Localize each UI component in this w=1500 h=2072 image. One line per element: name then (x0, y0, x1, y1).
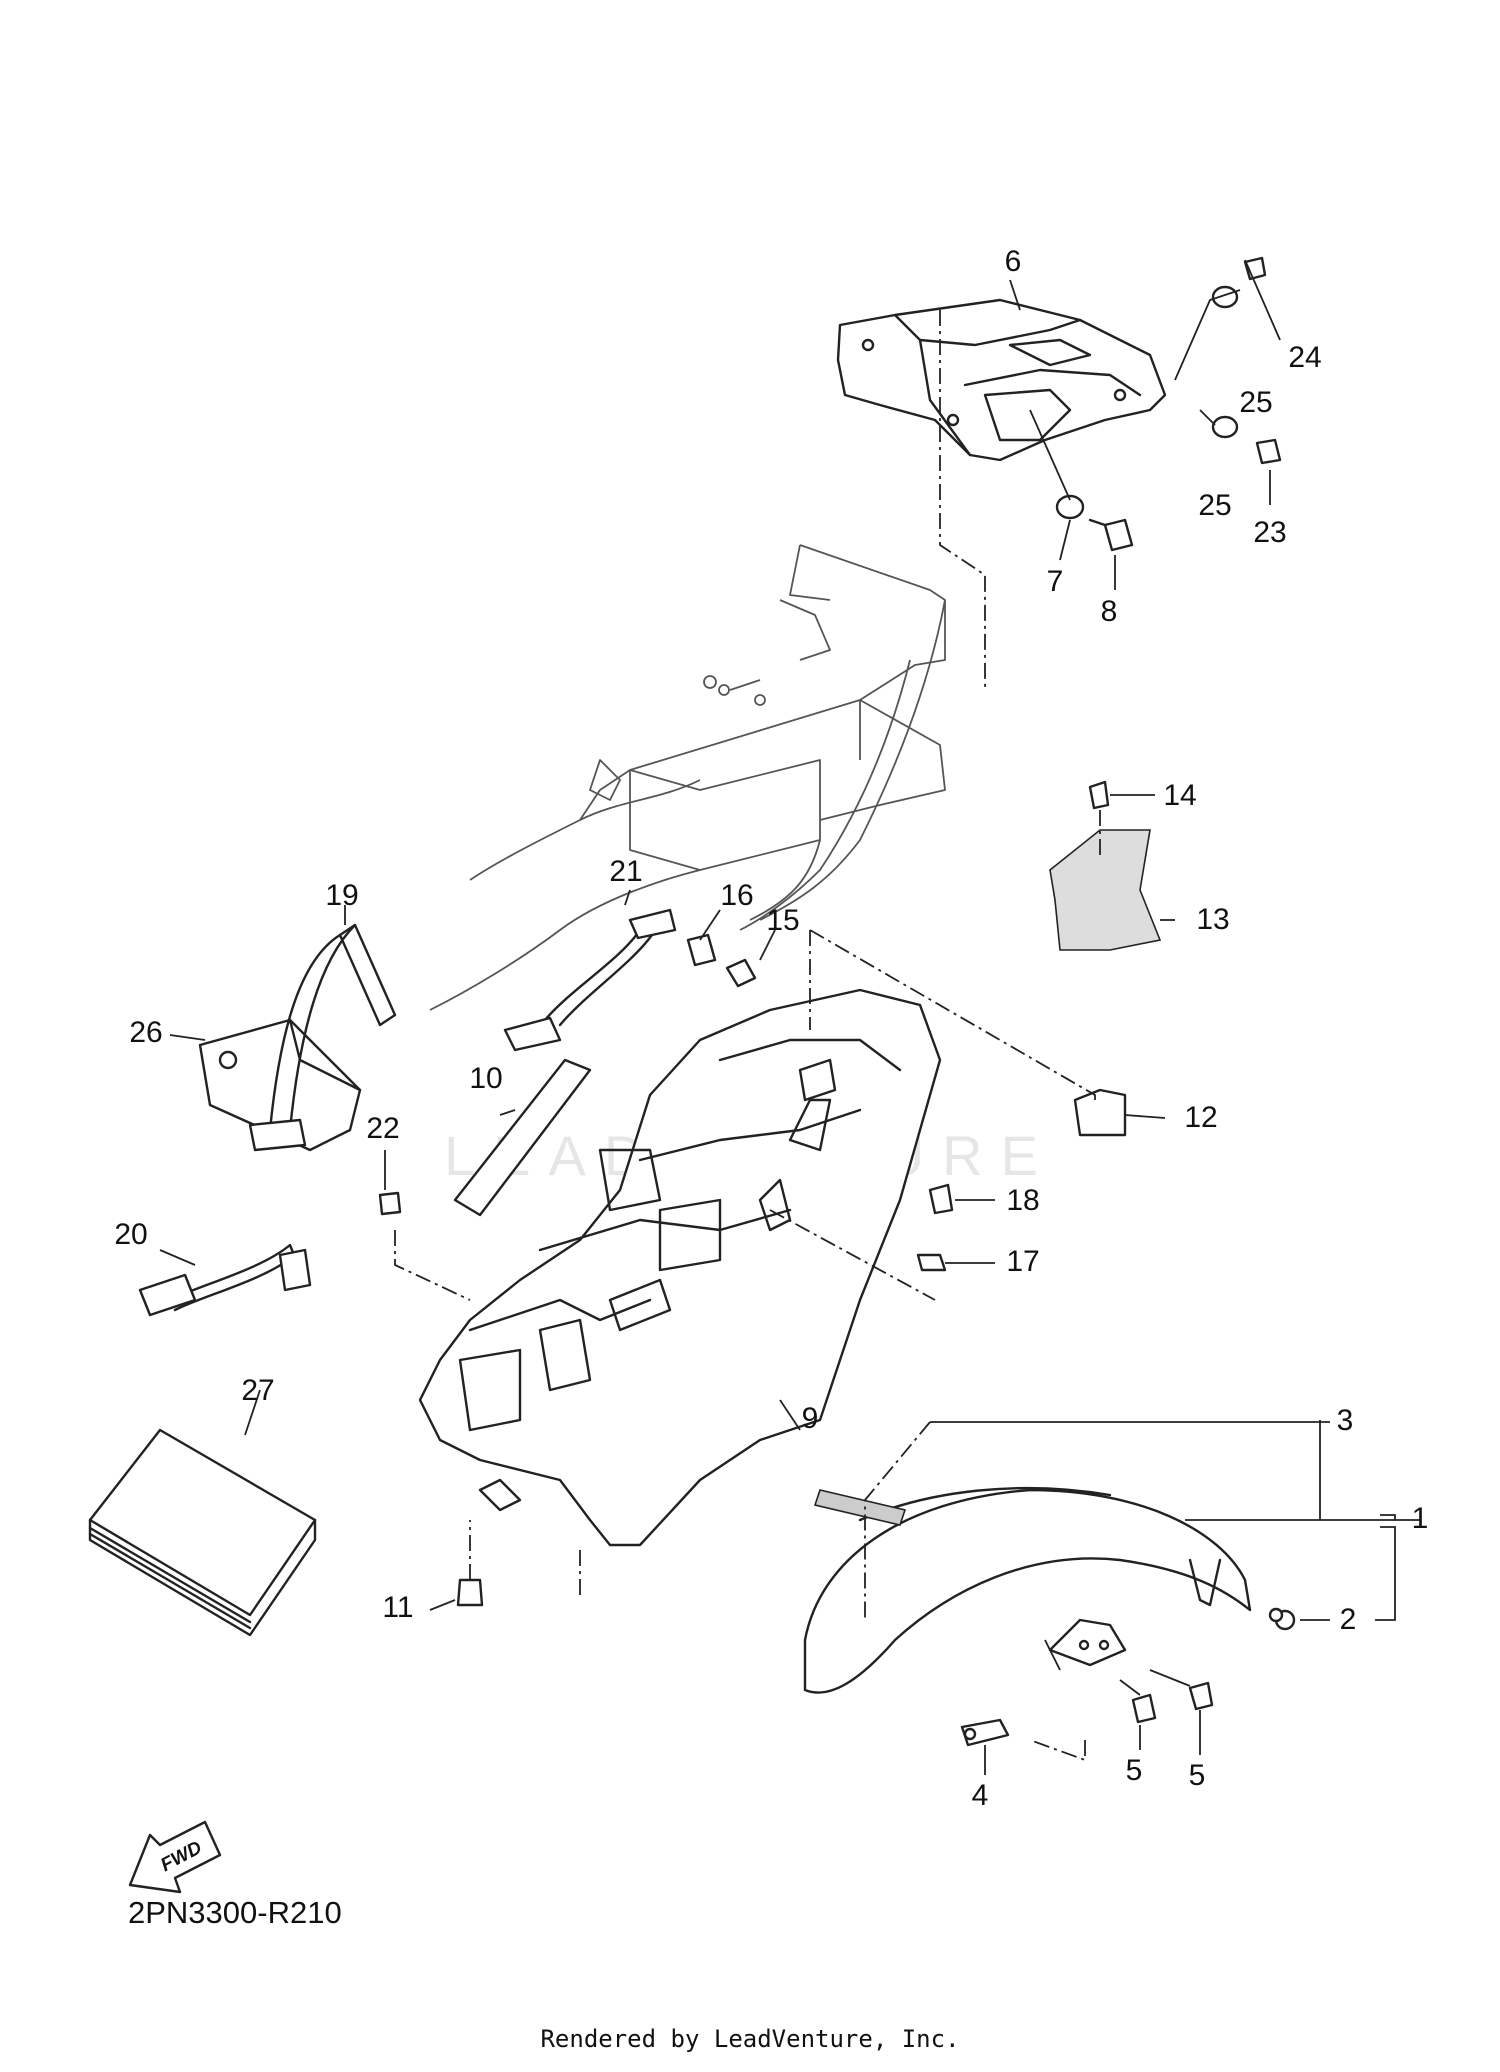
rear-frame (429, 544, 946, 1011)
callout-11: 11 (382, 1591, 413, 1624)
part-13-cover (1049, 829, 1162, 951)
part-20-strap (138, 1243, 312, 1317)
callout-7: 7 (1047, 565, 1064, 598)
part-6-tail-cover (836, 298, 1167, 462)
part-15-nut (725, 958, 757, 988)
callout-12: 12 (1184, 1101, 1217, 1134)
callout-5b: 5 (1189, 1759, 1206, 1792)
part-17-clip (916, 1253, 947, 1272)
part-11-grommet (456, 1578, 484, 1607)
diagram-code: 2PN3300-R210 (128, 1895, 342, 1930)
callout-1: 1 (1412, 1502, 1429, 1535)
callout-6: 6 (1005, 245, 1022, 278)
part-3-decal (813, 1489, 907, 1526)
callout-21: 21 (609, 855, 642, 888)
leader-lines (159, 259, 1420, 1775)
callout-14: 14 (1163, 779, 1196, 812)
callout-26: 26 (129, 1016, 162, 1049)
part-10-stick (453, 1058, 592, 1217)
callout-19: 19 (325, 879, 358, 912)
callout-27: 27 (241, 1374, 274, 1407)
callout-25a: 25 (1239, 386, 1272, 419)
part-7-collar (1055, 494, 1085, 520)
part-22-nut (378, 1191, 402, 1216)
callout-3: 3 (1337, 1404, 1354, 1437)
callout-22: 22 (366, 1112, 399, 1145)
part-4-bracket (960, 1718, 1010, 1747)
part-16-bolt (686, 933, 717, 967)
callout-5a: 5 (1126, 1754, 1143, 1787)
part-25-collars (1211, 285, 1239, 439)
part-19-strap (248, 923, 397, 1152)
callout-2: 2 (1340, 1603, 1357, 1636)
part-8-bolt (1088, 518, 1134, 552)
callout-15: 15 (766, 904, 799, 937)
callout-10: 10 (469, 1062, 502, 1095)
part-23-bolt (1255, 438, 1282, 465)
callouts: 1 2 3 4 5 5 6 7 8 9 10 11 12 13 14 15 16… (114, 245, 1428, 1812)
callout-23: 23 (1253, 516, 1286, 549)
part-21-strap (503, 908, 677, 1052)
callout-20: 20 (114, 1218, 147, 1251)
callout-9: 9 (802, 1402, 819, 1435)
callout-4: 4 (972, 1779, 989, 1812)
part-24-bolt (1243, 256, 1267, 281)
part-12-bracket (1073, 1088, 1127, 1137)
render-credit: Rendered by LeadVenture, Inc. (540, 2025, 960, 2053)
part-14-bolt (1088, 780, 1110, 810)
part-27-manual (88, 1428, 317, 1637)
part-2-grommet (1268, 1607, 1296, 1631)
callout-18: 18 (1006, 1184, 1039, 1217)
callout-17: 17 (1006, 1245, 1039, 1278)
part-5-bolts (1131, 1681, 1214, 1724)
callout-16: 16 (720, 879, 753, 912)
callout-13: 13 (1196, 903, 1229, 936)
part-18-bolt (928, 1183, 954, 1215)
callout-8: 8 (1101, 595, 1118, 628)
callout-24: 24 (1288, 341, 1321, 374)
callout-25b: 25 (1198, 489, 1231, 522)
fwd-arrow-icon: FWD (128, 1820, 222, 1894)
